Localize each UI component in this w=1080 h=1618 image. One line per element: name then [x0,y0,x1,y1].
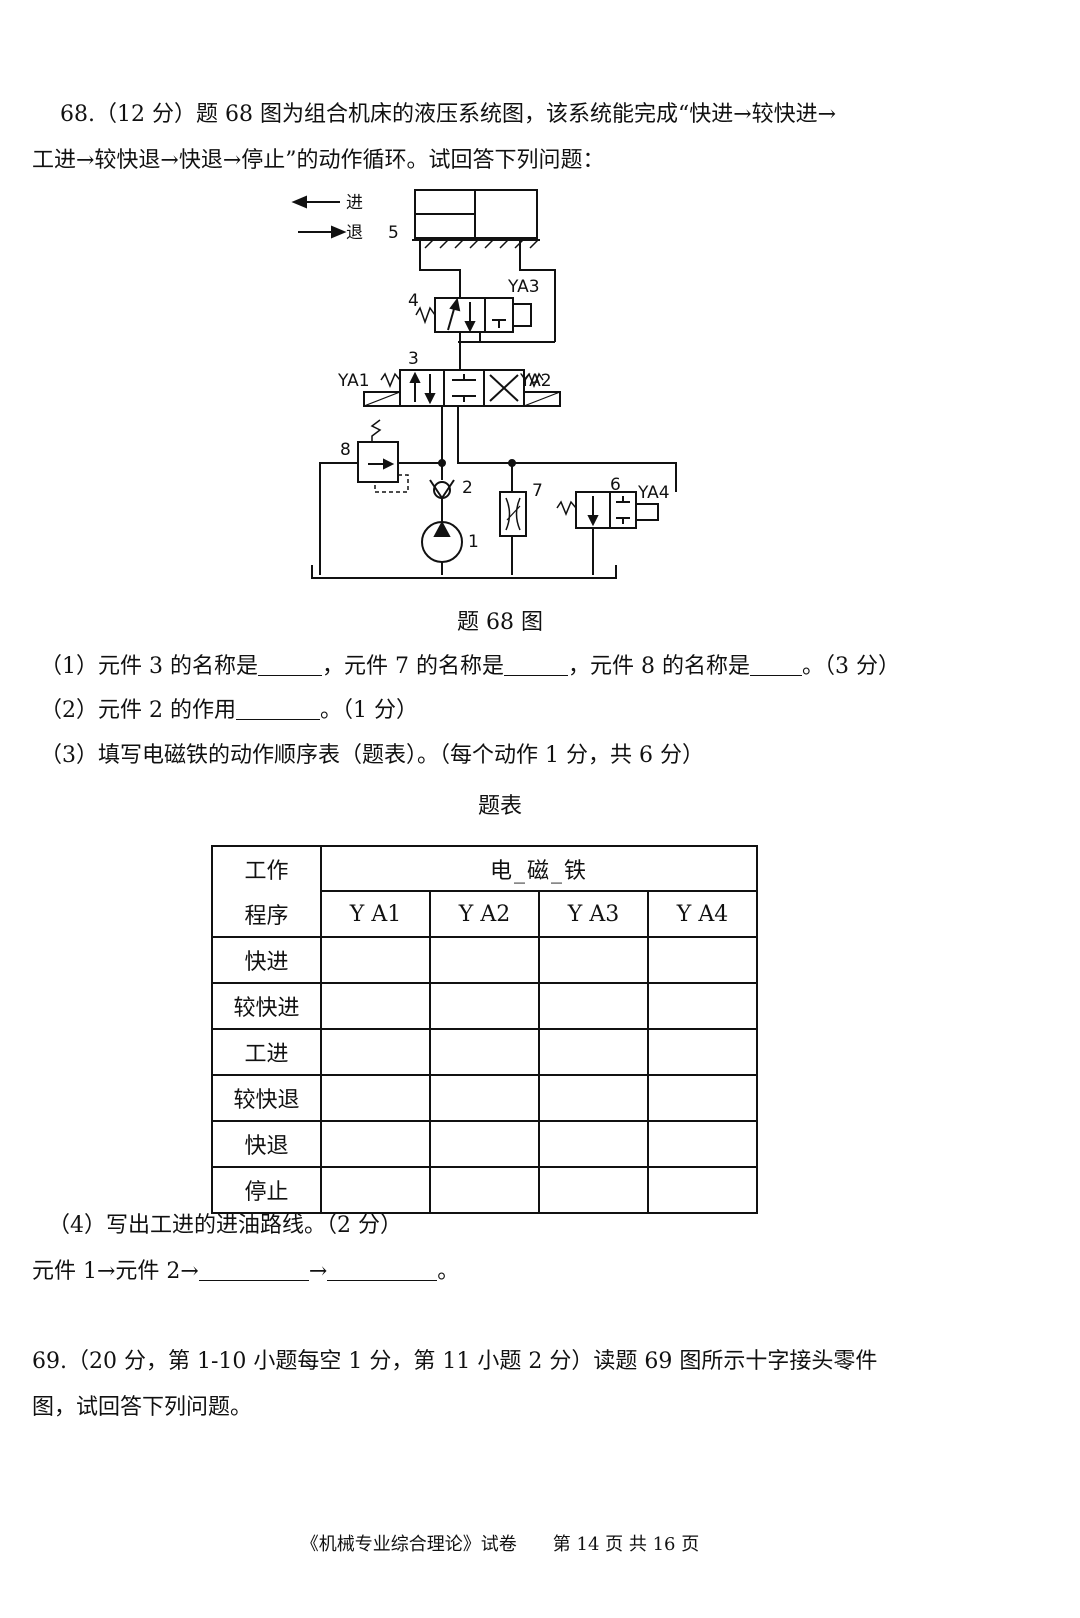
answer-cell[interactable] [538,1120,649,1168]
sub1-text-b: ，元件 7 的名称是 [321,654,504,679]
table-row: 较快进 [211,982,758,1030]
valve-6 [556,491,659,575]
q68-line1: 68.（12 分）题 68 图为组合机床的液压系统图，该系统能完成“快进→较快进… [60,102,837,127]
header-solenoid: 电_磁_铁 [320,845,758,892]
label-2: 2 [462,478,473,498]
table-row: 工进 [211,1028,758,1076]
answer-cell[interactable] [538,982,649,1030]
answer-blank-element2[interactable] [235,697,320,720]
answer-cell[interactable] [320,1166,431,1214]
row-label: 工进 [211,1028,322,1076]
table-row: 停止 [211,1166,758,1214]
answer-blank-route-1[interactable] [198,1258,309,1281]
row-label: 停止 [211,1166,322,1214]
answer-cell[interactable] [647,936,758,984]
header-program: 程序 [211,891,322,938]
answer-cell[interactable] [320,982,431,1030]
answer-cell[interactable] [538,1166,649,1214]
answer-blank-element7[interactable] [503,653,568,676]
col-ya3: Y A3 [538,890,649,938]
label-retreat: 退 [346,223,363,243]
answer-cell[interactable] [320,1028,431,1076]
label-7: 7 [532,481,543,501]
direction-arrows [291,195,347,239]
answer-cell[interactable] [538,936,649,984]
solenoid-sequence-table: 工作 电_磁_铁 程序 Y A1 Y A2 Y A3 Y A4 快进 较快进 工… [211,845,758,1214]
answer-cell[interactable] [647,1166,758,1214]
row-label: 快进 [211,936,322,984]
answer-cell[interactable] [429,1074,540,1122]
answer-cell[interactable] [647,1028,758,1076]
sub1-text-a: （1）元件 3 的名称是 [40,654,258,679]
answer-blank-element3[interactable] [257,653,322,676]
q68-sub4: （4）写出工进的进油路线。（2 分） [48,1213,402,1238]
q68-sub3: （3）填写电磁铁的动作顺序表（题表）。（每个动作 1 分，共 6 分） [40,743,704,768]
label-5: 5 [388,223,399,243]
figure-caption: 题 68 图 [457,610,543,635]
answer-blank-route-2[interactable] [327,1258,438,1281]
label-advance: 进 [346,193,363,213]
q68-route: 元件 1→元件 2→ → 。 [32,1257,459,1287]
route-text-c: 。 [437,1259,460,1284]
answer-blank-element8[interactable] [749,653,802,676]
label-3: 3 [408,349,419,369]
col-ya2: Y A2 [429,890,540,938]
col-ya1: Y A1 [320,890,431,938]
answer-cell[interactable] [429,936,540,984]
table-title: 题表 [477,794,522,819]
answer-cell[interactable] [538,1028,649,1076]
sub1-text-c: ，元件 8 的名称是 [567,654,750,679]
page-footer: 《机械专业综合理论》试卷 第 14 页 共 16 页 [300,1534,700,1555]
q69-line2: 图，试回答下列问题。 [32,1395,253,1420]
oil-tank [311,565,617,579]
valve-3 [363,369,561,407]
col-ya4: Y A4 [647,890,758,938]
route-text-b: → [308,1259,328,1284]
q68-sub2: （2）元件 2 的作用 。（1 分） [40,696,418,726]
check-valve-2 [429,479,455,522]
sub1-text-d: 。（3 分） [801,654,900,679]
answer-cell[interactable] [429,982,540,1030]
answer-cell[interactable] [538,1074,649,1122]
label-ya1: YA1 [337,371,370,391]
header-work: 工作 [211,845,322,891]
label-6: 6 [610,475,621,495]
sub2-text-b: 。（1 分） [319,698,418,723]
row-label: 快退 [211,1120,322,1168]
q69-line1: 69.（20 分，第 1-10 小题每空 1 分，第 11 小题 2 分）读题 … [32,1349,878,1374]
answer-cell[interactable] [647,982,758,1030]
hydraulic-system-diagram: 进 退 5 4 YA3 3 YA1 YA2 [291,189,677,579]
table-row: 较快退 [211,1074,758,1122]
label-ya3: YA3 [507,277,540,297]
label-ya4: YA4 [637,483,670,503]
valve-4 [415,297,532,333]
answer-cell[interactable] [647,1074,758,1122]
table-row: 快进 [211,936,758,984]
answer-cell[interactable] [320,1074,431,1122]
row-label: 较快退 [211,1074,322,1122]
relief-valve-8 [319,419,442,575]
row-label: 较快进 [211,982,322,1030]
route-text-a: 元件 1→元件 2→ [32,1259,199,1284]
q68-sub1: （1）元件 3 的名称是 ，元件 7 的名称是 ，元件 8 的名称是 。（3 分） [40,652,900,682]
answer-cell[interactable] [429,1166,540,1214]
answer-cell[interactable] [320,936,431,984]
q68-line2: 工进→较快退→快退→停止”的动作循环。试回答下列问题： [32,148,605,173]
label-8: 8 [340,440,351,460]
answer-cell[interactable] [429,1028,540,1076]
answer-cell[interactable] [429,1120,540,1168]
cylinder-5 [412,189,540,249]
answer-cell[interactable] [647,1120,758,1168]
sub2-text-a: （2）元件 2 的作用 [40,698,236,723]
answer-cell[interactable] [320,1120,431,1168]
throttle-valve-7 [499,463,527,575]
label-1: 1 [468,532,479,552]
table-row: 快退 [211,1120,758,1168]
label-4: 4 [408,291,419,311]
pump-1 [421,520,463,575]
